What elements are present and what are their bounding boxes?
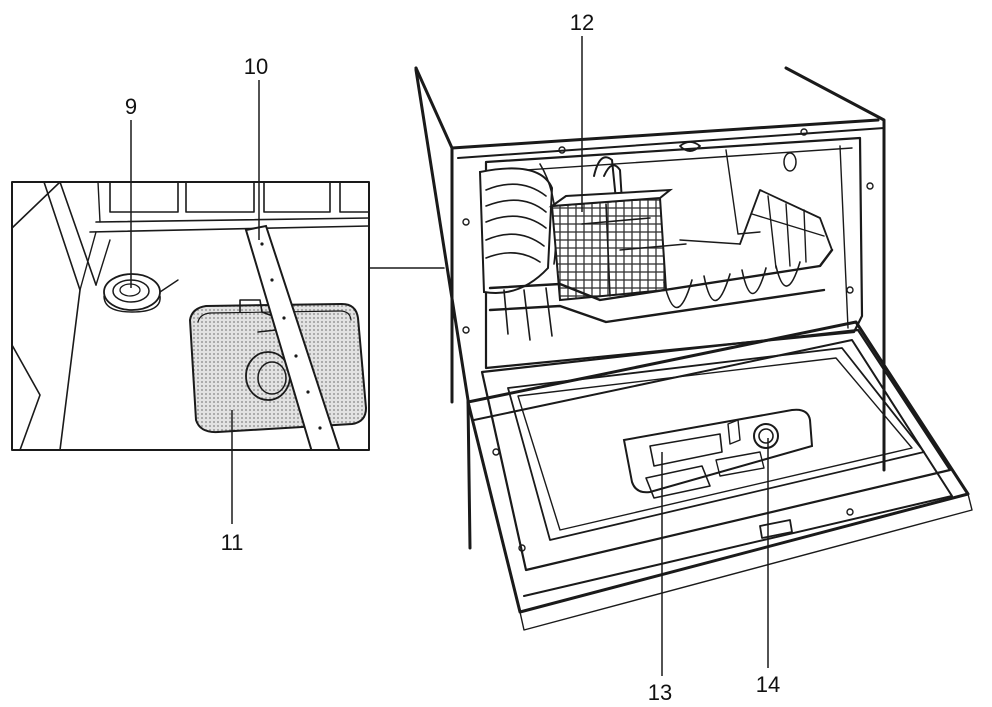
callout-10: 10 [244, 54, 268, 79]
inset-detail-view [11, 181, 370, 451]
rinse-aid-cap [753, 423, 779, 449]
inset-back-wall [89, 182, 369, 233]
open-door [466, 320, 973, 631]
leader-lines [130, 36, 769, 676]
callout-9: 9 [125, 94, 137, 119]
callout-13: 13 [648, 680, 672, 705]
inset-left-wall [12, 182, 111, 450]
detergent-dispenser [622, 408, 814, 499]
callout-14: 14 [756, 672, 780, 697]
dish-rack [488, 189, 834, 341]
callout-labels: 9 10 11 12 13 14 [125, 10, 780, 705]
plates [478, 163, 557, 294]
inset-spray-nozzle [103, 273, 179, 313]
inset-frame [11, 181, 370, 451]
cutlery-basket [548, 156, 674, 302]
cabinet-outline [414, 66, 886, 550]
frame-screw-holes [462, 128, 874, 552]
callout-12: 12 [570, 10, 594, 35]
dishwasher-illustration [414, 66, 973, 631]
callout-11: 11 [221, 530, 244, 555]
